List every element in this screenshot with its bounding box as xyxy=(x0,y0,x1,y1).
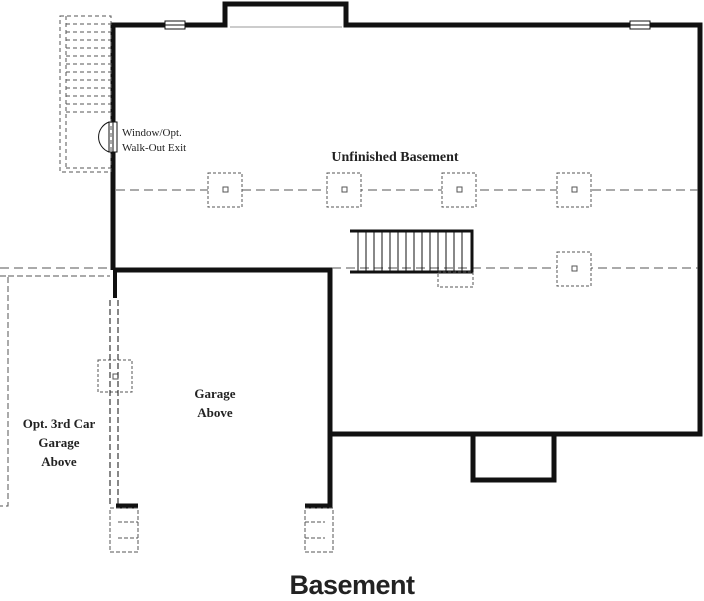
window-note-line: Walk-Out Exit xyxy=(122,142,187,154)
garage-piers xyxy=(109,507,334,553)
room-label-garage: Garage Above xyxy=(170,384,260,422)
column-footings xyxy=(97,172,592,393)
room-label-third-car: Opt. 3rd Car Garage Above xyxy=(6,414,112,471)
beam-lines xyxy=(0,189,698,269)
window-note: Window/Opt. Walk-Out Exit xyxy=(122,126,212,156)
top-windows xyxy=(164,20,651,30)
third-car-outline xyxy=(0,275,110,507)
third-car-label-line: Garage xyxy=(38,435,80,450)
interior-stair-treads xyxy=(357,231,463,272)
third-car-label-line: Above xyxy=(41,454,77,469)
plan-title: Basement xyxy=(289,570,415,600)
window-note-line: Window/Opt. xyxy=(122,127,182,139)
exterior-stair-treads xyxy=(66,23,111,113)
third-car-label-line: Opt. 3rd Car xyxy=(22,416,96,431)
exterior-walls xyxy=(110,1,703,509)
exterior-stair xyxy=(59,15,112,173)
room-label-basement: Unfinished Basement xyxy=(331,150,459,165)
side-window xyxy=(98,121,118,153)
interior-stair xyxy=(350,229,474,288)
garage-left-wall xyxy=(109,300,119,506)
garage-label-line: Garage xyxy=(194,386,236,401)
garage-label-line: Above xyxy=(197,405,233,420)
